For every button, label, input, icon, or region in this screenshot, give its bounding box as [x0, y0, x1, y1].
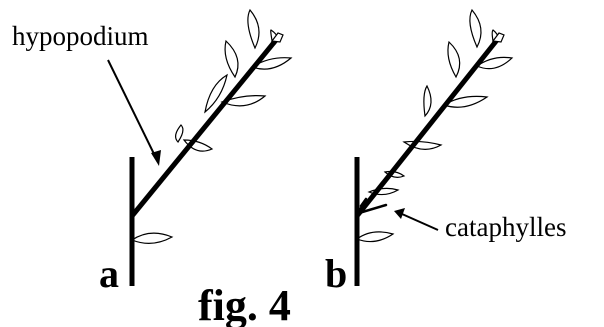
- hypopodium-pointer: [107, 59, 161, 166]
- hypopodium-label: hypopodium: [12, 21, 149, 51]
- panel-a: hypopodium a: [12, 8, 293, 296]
- cataphylles-label: cataphylles: [445, 212, 566, 242]
- figure-caption: fig. 4: [198, 281, 291, 327]
- leaf: [447, 40, 461, 79]
- leaf: [442, 95, 489, 108]
- cataphylls: [357, 194, 388, 215]
- panel-b-leaves: [355, 8, 514, 243]
- leaf: [247, 8, 260, 50]
- panel-a-letter: a: [99, 251, 119, 296]
- leaf: [175, 124, 184, 143]
- leaf: [220, 95, 267, 107]
- leaf: [130, 232, 174, 244]
- leaf: [423, 84, 432, 118]
- leaf: [469, 8, 482, 49]
- terminal-bud: [270, 32, 284, 43]
- panel-b: cataphylles b: [325, 8, 566, 296]
- leaf: [204, 73, 228, 114]
- leaf: [250, 57, 293, 70]
- leaf: [224, 39, 239, 79]
- lateral-shoot-b: [355, 38, 499, 218]
- panel-a-leaves: [130, 8, 293, 244]
- lateral-shoot-a: [130, 38, 278, 218]
- panel-b-letter: b: [325, 251, 347, 296]
- cataphylles-pointer: [394, 208, 439, 231]
- leaf: [355, 231, 395, 243]
- leaf: [475, 56, 514, 70]
- terminal-bud: [491, 32, 505, 43]
